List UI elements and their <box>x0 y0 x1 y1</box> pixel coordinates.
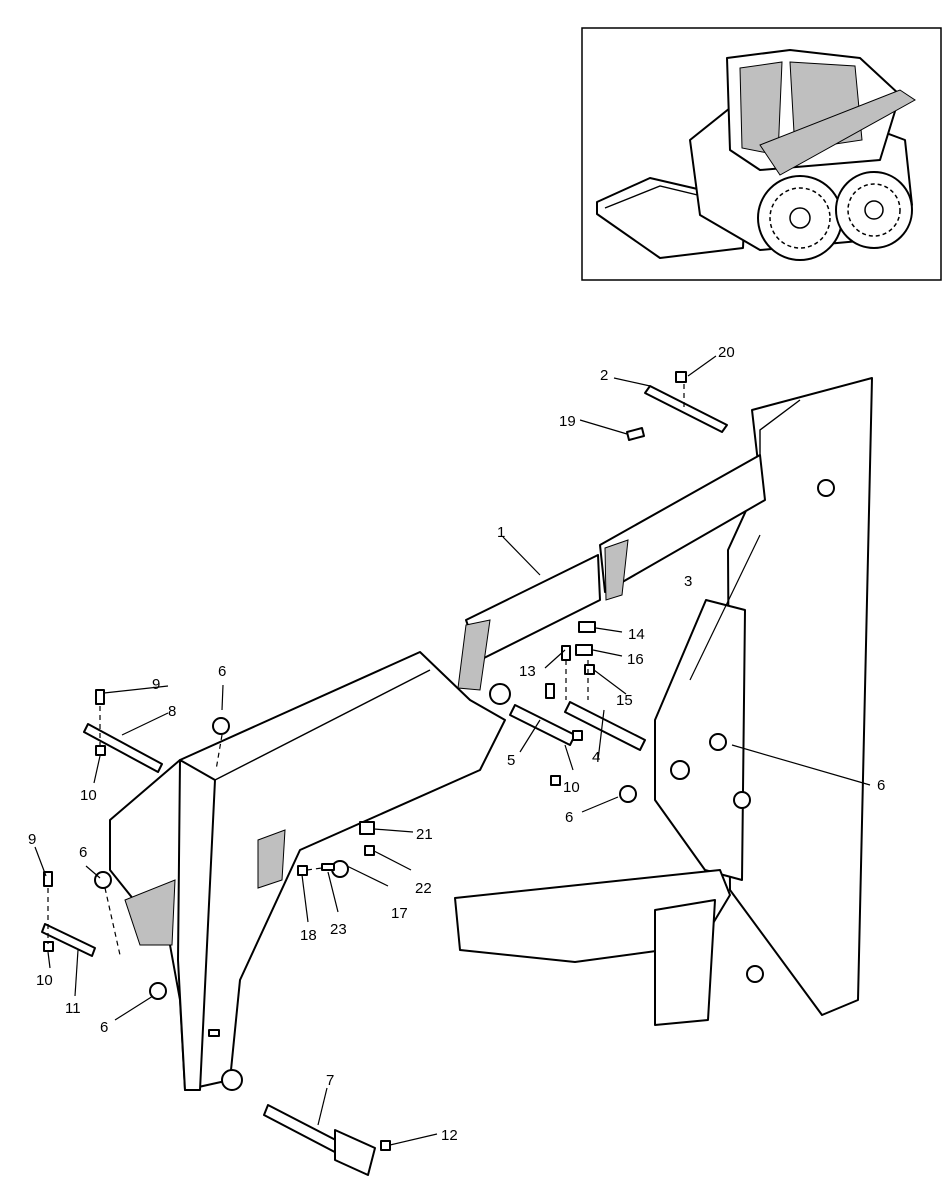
callout-5: 5 <box>507 752 515 769</box>
callout-14: 14 <box>628 626 645 643</box>
callout-6-center: 6 <box>565 809 573 826</box>
callout-labels: 1 2 3 4 5 6 6 6 6 6 7 8 9 9 10 10 10 11 … <box>28 344 885 1144</box>
callout-3: 3 <box>684 573 692 590</box>
callout-18: 18 <box>300 927 317 944</box>
callout-6-left: 6 <box>79 844 87 861</box>
callout-17: 17 <box>391 905 408 922</box>
callout-4: 4 <box>592 749 600 766</box>
callout-15: 15 <box>616 692 633 709</box>
callout-23: 23 <box>330 921 347 938</box>
callout-1: 1 <box>497 524 505 541</box>
callout-10-lower-left: 10 <box>36 972 53 989</box>
callout-6-upper-left: 6 <box>218 663 226 680</box>
callout-13: 13 <box>519 663 536 680</box>
callout-19: 19 <box>559 413 576 430</box>
callout-6-right: 6 <box>877 777 885 794</box>
callout-16: 16 <box>627 651 644 668</box>
callout-2: 2 <box>600 367 608 384</box>
callout-7: 7 <box>326 1072 334 1089</box>
callout-8: 8 <box>168 703 176 720</box>
callout-9-upper: 9 <box>152 676 160 693</box>
lift-arm-assembly <box>41 371 873 1176</box>
callout-11: 11 <box>65 1000 81 1017</box>
callout-9-lower: 9 <box>28 831 36 848</box>
loader-overview-inset <box>581 27 942 281</box>
callout-12: 12 <box>441 1127 458 1144</box>
callout-10-center: 10 <box>563 779 580 796</box>
callout-20: 20 <box>718 344 735 361</box>
callout-21: 21 <box>416 826 433 843</box>
leader-lines <box>34 355 871 1146</box>
callout-22: 22 <box>415 880 432 897</box>
callout-10-upper-left: 10 <box>80 787 97 804</box>
callout-6-lower-left: 6 <box>100 1019 108 1036</box>
